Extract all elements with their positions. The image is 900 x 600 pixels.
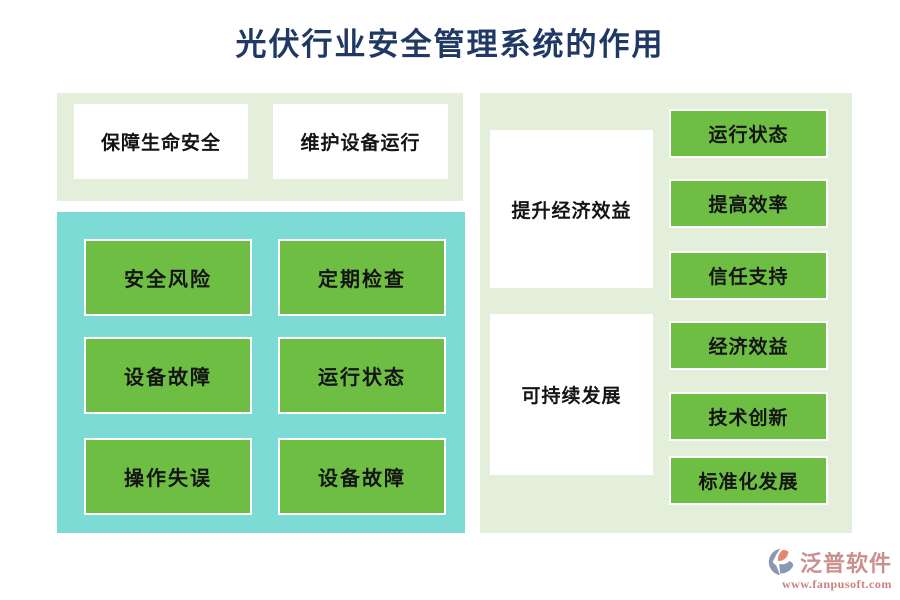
risk-box-periodic-inspection: 定期检查 — [278, 239, 446, 316]
risk-box-equipment-failure-2: 设备故障 — [278, 438, 446, 515]
outcome-label: 技术创新 — [708, 408, 789, 429]
outcome-label: 经济效益 — [708, 337, 789, 358]
risk-label: 运行状态 — [318, 367, 406, 389]
risk-label: 设备故障 — [124, 367, 212, 389]
group-label: 提升经济效益 — [511, 200, 632, 222]
outcome-label: 标准化发展 — [698, 472, 799, 493]
outcome-box-trust-support: 信任支持 — [669, 251, 828, 300]
risk-label: 操作失误 — [124, 468, 212, 490]
outcome-box-standardized-development: 标准化发展 — [669, 456, 828, 505]
group-box-economic-benefit: 提升经济效益 — [490, 130, 653, 288]
benefit-label: 维护设备运行 — [300, 133, 421, 154]
outcome-box-economic-benefit: 经济效益 — [669, 321, 828, 370]
outcomes-panel: 提升经济效益 可持续发展 运行状态 提高效率 信任支持 经济效益 技术创新 标准… — [480, 93, 852, 533]
outcome-label: 信任支持 — [708, 267, 789, 288]
outcome-box-operating-status: 运行状态 — [669, 109, 828, 158]
risk-box-equipment-failure: 设备故障 — [84, 337, 252, 414]
fanpu-swirl-logo-icon — [767, 547, 797, 577]
benefit-box-life-safety: 保障生命安全 — [74, 104, 248, 179]
benefit-label: 保障生命安全 — [100, 133, 221, 154]
benefits-panel: 保障生命安全 维护设备运行 — [57, 93, 463, 201]
risk-label: 安全风险 — [124, 269, 212, 291]
group-label: 可持续发展 — [521, 386, 622, 407]
group-box-sustainable-development: 可持续发展 — [490, 314, 653, 475]
benefit-box-equipment-operation: 维护设备运行 — [273, 104, 448, 179]
risk-label: 设备故障 — [318, 468, 406, 490]
risk-box-operating-status: 运行状态 — [278, 337, 446, 414]
page-title: 光伏行业安全管理系统的作用 — [235, 27, 665, 62]
brand-url: www.fanpusoft.com — [781, 577, 892, 591]
brand-footer: 泛普软件 www.fanpusoft.com — [767, 546, 892, 592]
risks-panel: 安全风险 定期检查 设备故障 运行状态 操作失误 设备故障 — [57, 212, 465, 533]
outcome-box-improve-efficiency: 提高效率 — [669, 179, 828, 228]
outcome-label: 提高效率 — [708, 195, 789, 216]
risk-box-safety-risk: 安全风险 — [84, 239, 252, 316]
brand-name: 泛普软件 — [799, 551, 892, 576]
outcome-label: 运行状态 — [708, 125, 789, 146]
risk-box-operation-error: 操作失误 — [84, 438, 252, 515]
risk-label: 定期检查 — [318, 269, 406, 291]
outcome-box-technical-innovation: 技术创新 — [669, 392, 828, 441]
